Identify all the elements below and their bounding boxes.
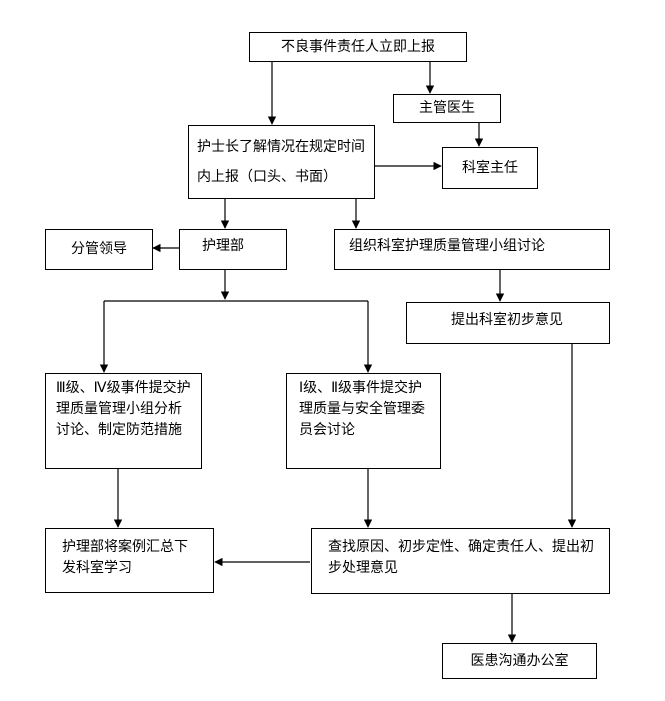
node-level-34: Ⅲ级、Ⅳ级事件提交护理质量管理小组分析讨论、制定防范措施 (45, 373, 202, 469)
node-nursing-dept: 护理部 (179, 229, 287, 270)
node-case-summary: 护理部将案例汇总下发科室学习 (45, 528, 214, 593)
node-head-nurse: 护士长了解情况在规定时间内上报（口头、书面） (188, 125, 375, 199)
node-dept-opinion: 提出科室初步意见 (406, 302, 610, 344)
node-leader: 分管领导 (45, 229, 153, 270)
node-find-cause: 查找原因、初步定性、确定责任人、提出初步处理意见 (311, 528, 610, 594)
node-communication: 医患沟通办公室 (442, 643, 597, 679)
node-dept-director: 科室主任 (442, 147, 538, 189)
node-supervisor: 主管医生 (393, 94, 501, 123)
node-group-discuss: 组织科室护理质量管理小组讨论 (334, 229, 610, 270)
node-report: 不良事件责任人立即上报 (249, 32, 467, 62)
node-level-12: Ⅰ级、Ⅱ级事件提交护理质量与安全管理委员会讨论 (286, 373, 441, 469)
